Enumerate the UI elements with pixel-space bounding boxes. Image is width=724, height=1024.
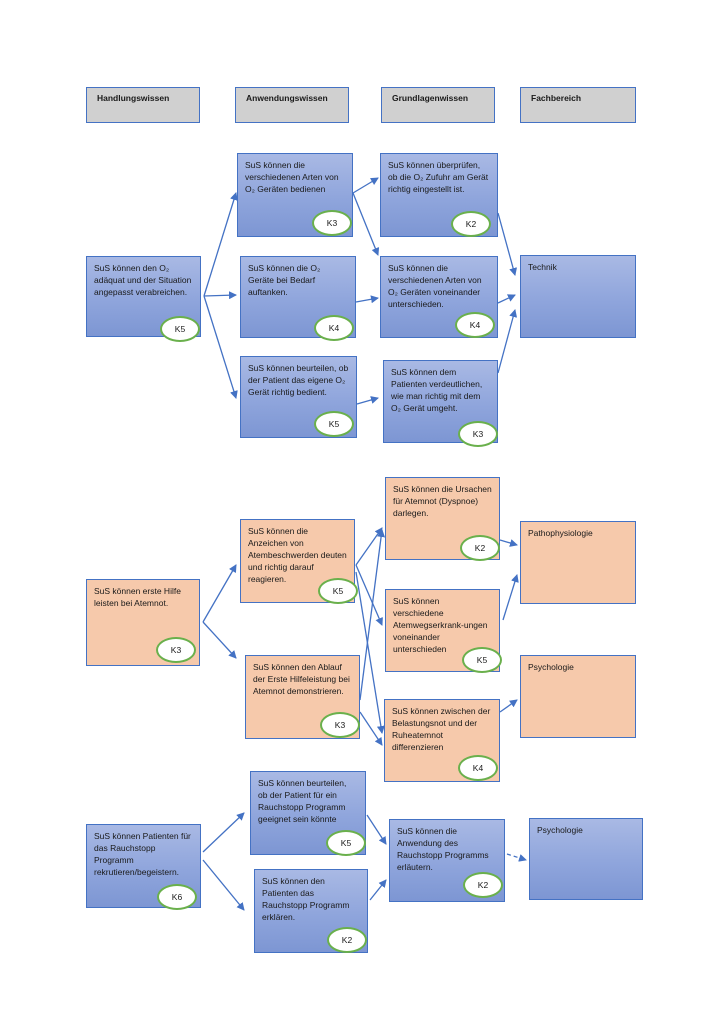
level-badge: K5 xyxy=(314,411,354,437)
arrow xyxy=(497,294,516,304)
level-badge: K6 xyxy=(157,884,197,910)
arrow xyxy=(203,192,238,297)
arrow xyxy=(202,859,245,911)
level-badge: K3 xyxy=(156,637,196,663)
arrow xyxy=(203,291,237,300)
arrow xyxy=(352,177,379,194)
box-text: SuS können die Anwendung des Rauchstopp … xyxy=(397,826,489,872)
level-badge: K4 xyxy=(314,315,354,341)
competence-box: SuS können die Anzeichen von Atembeschwe… xyxy=(240,519,355,603)
arrow xyxy=(202,564,237,623)
header-handlungswissen: Handlungswissen xyxy=(86,87,200,123)
arrow xyxy=(369,879,387,901)
arrow xyxy=(352,192,380,256)
box-text: Pathophysiologie xyxy=(528,528,593,538)
level-badge: K5 xyxy=(462,647,502,673)
arrow xyxy=(497,212,518,276)
subject-area-psychologie: Psychologie xyxy=(520,655,636,738)
box-text: Psychologie xyxy=(528,662,574,672)
level-badge: K2 xyxy=(327,927,367,953)
box-text: SuS können Patienten für das Rauchstopp … xyxy=(94,831,191,877)
arrow xyxy=(502,574,519,621)
level-badge: K2 xyxy=(463,872,503,898)
arrow xyxy=(203,295,238,399)
level-badge: K5 xyxy=(318,578,358,604)
level-badge: K3 xyxy=(312,210,352,236)
arrow xyxy=(355,564,383,626)
box-text: SuS können zwischen der Belastungsnot un… xyxy=(392,706,491,752)
competence-box: SuS können Patienten für das Rauchstopp … xyxy=(86,824,201,908)
level-badge: K4 xyxy=(458,755,498,781)
arrow xyxy=(359,711,383,746)
arrow xyxy=(355,571,385,734)
box-text: Psychologie xyxy=(537,825,583,835)
competence-box: SuS können erste Hilfe leisten bei Atemn… xyxy=(86,579,200,666)
box-text: SuS können die Anzeichen von Atembeschwe… xyxy=(248,526,347,584)
box-text: SuS können die verschiedenen Arten von O… xyxy=(388,263,482,309)
arrow xyxy=(356,396,379,405)
header-grundlagenwissen: Grundlagenwissen xyxy=(381,87,495,123)
arrow-dashed xyxy=(506,853,527,862)
competence-box: SuS können beurteilen, ob der Patient da… xyxy=(240,356,357,438)
arrow xyxy=(499,539,518,547)
arrow xyxy=(202,621,237,659)
arrow xyxy=(366,814,387,845)
box-text: SuS können die Ursachen für Atemnot (Dys… xyxy=(393,484,492,518)
level-badge: K2 xyxy=(460,535,500,561)
level-badge: K2 xyxy=(451,211,491,237)
arrow xyxy=(497,309,518,374)
level-badge: K3 xyxy=(458,421,498,447)
subject-area-pathophysiologie: Pathophysiologie xyxy=(520,521,636,604)
box-text: SuS können den Patienten das Rauchstopp … xyxy=(262,876,350,922)
level-badge: K5 xyxy=(326,830,366,856)
box-text: SuS können den O₂ adäquat und der Situat… xyxy=(94,263,192,297)
competence-box: SuS können die Ursachen für Atemnot (Dys… xyxy=(385,477,500,560)
arrow xyxy=(359,529,386,701)
arrow xyxy=(499,699,518,713)
box-text: SuS können verschiedene Atemwegserkrank-… xyxy=(393,596,488,654)
box-text: SuS können überprüfen, ob die O₂ Zufuhr … xyxy=(388,160,489,194)
box-text: SuS können dem Patienten verdeutlichen, … xyxy=(391,367,483,413)
box-text: SuS können die O₂ Geräte bei Bedarf auft… xyxy=(248,263,321,297)
box-text: SuS können beurteilen, ob der Patient da… xyxy=(248,363,349,397)
competence-box: SuS können überprüfen, ob die O₂ Zufuhr … xyxy=(380,153,498,237)
arrow xyxy=(202,812,245,853)
level-badge: K5 xyxy=(160,316,200,342)
box-text: SuS können erste Hilfe leisten bei Atemn… xyxy=(94,586,181,608)
box-text: SuS können beurteilen, ob der Patient fü… xyxy=(258,778,347,824)
box-text: SuS können den Ablauf der Erste Hilfelei… xyxy=(253,662,350,696)
level-badge: K3 xyxy=(320,712,360,738)
header-anwendungswissen: Anwendungswissen xyxy=(235,87,349,123)
box-text: Technik xyxy=(528,262,557,272)
box-text: SuS können die verschiedenen Arten von O… xyxy=(245,160,339,194)
subject-area-psychologie-2: Psychologie xyxy=(529,818,643,900)
arrow xyxy=(355,295,379,304)
level-badge: K4 xyxy=(455,312,495,338)
subject-area-technik: Technik xyxy=(520,255,636,338)
header-fachbereich: Fachbereich xyxy=(520,87,636,123)
